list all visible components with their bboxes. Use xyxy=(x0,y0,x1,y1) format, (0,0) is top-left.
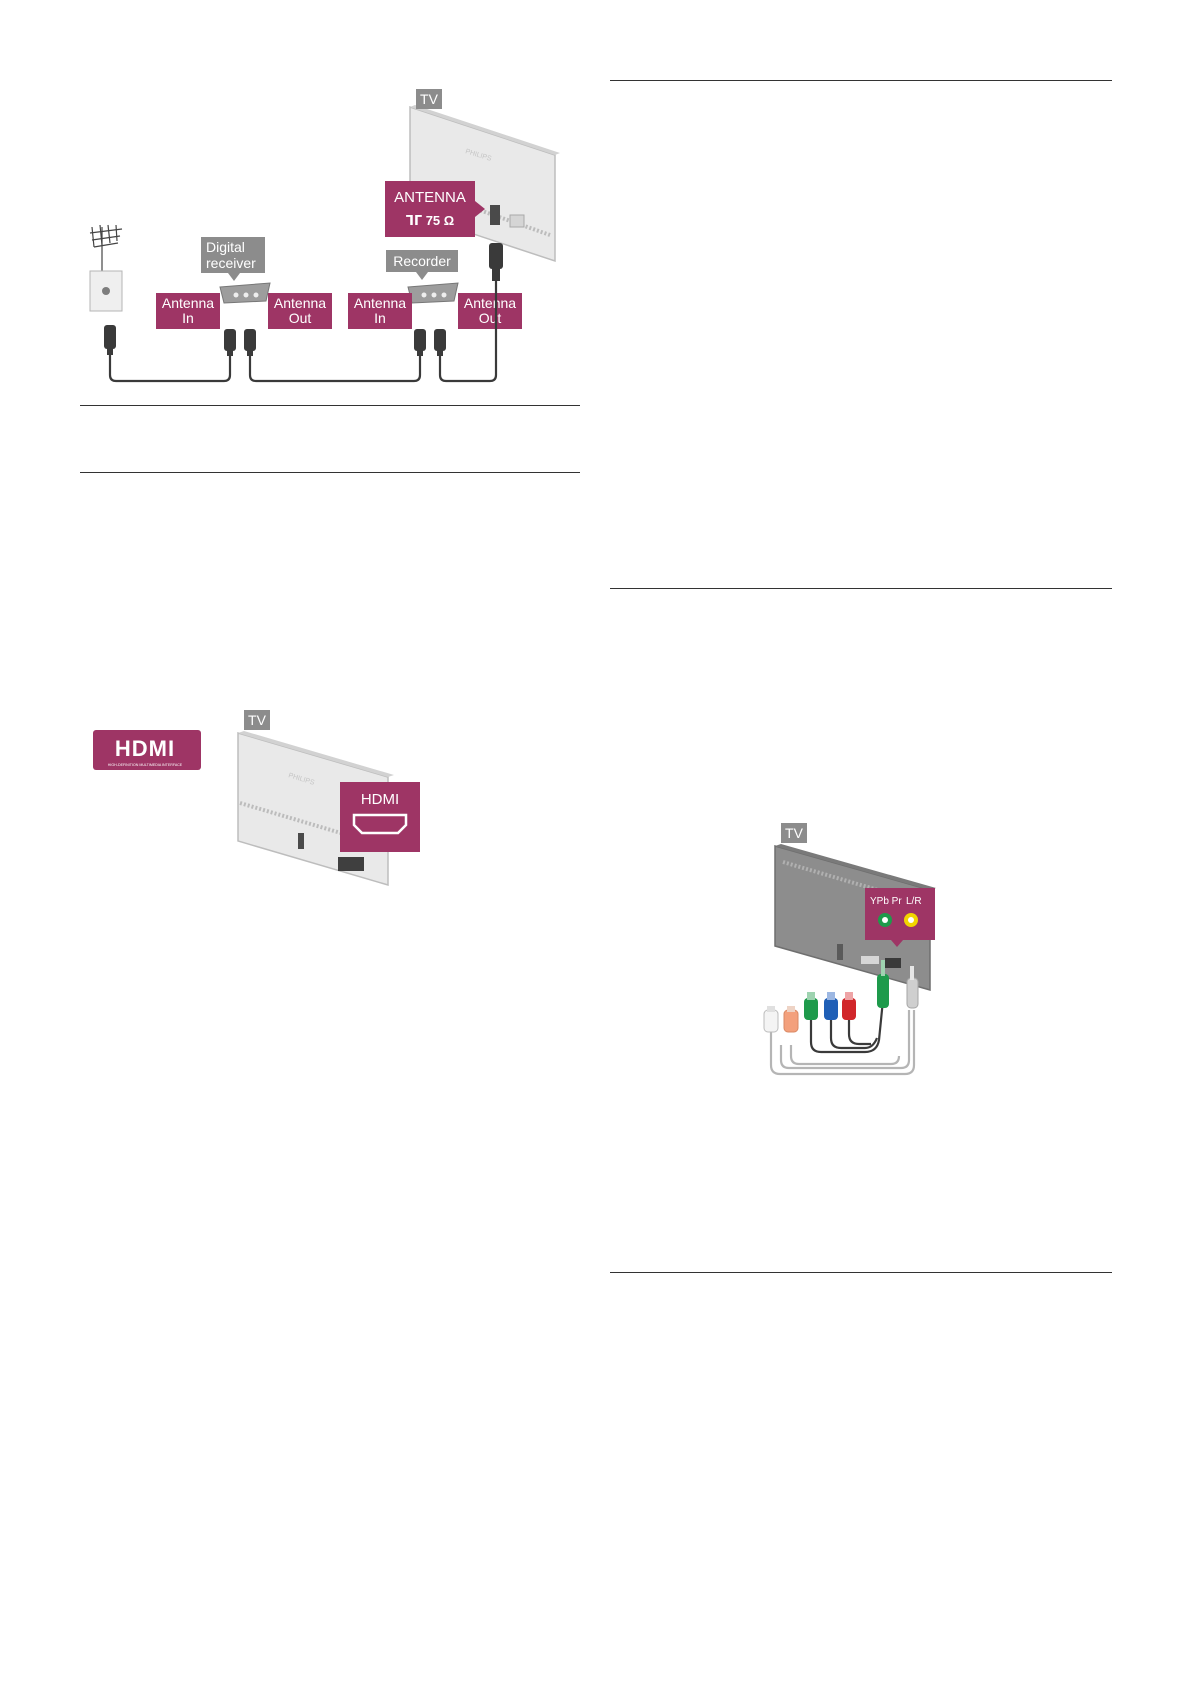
hdmi-logo-subtext: HIGH-DEFINITION MULTIMEDIA INTERFACE xyxy=(108,763,183,767)
digital-receiver-tag: Digital receiver xyxy=(201,237,265,281)
receiver-antenna-out-label: Antenna Out xyxy=(268,293,332,329)
digital-receiver-line1: Digital xyxy=(206,239,245,255)
antenna-port-label: ANTENNA ᒣᒥ 75 Ω xyxy=(385,181,485,237)
recorder-tag-label: Recorder xyxy=(393,253,451,269)
receiver-antenna-out-line1: Antenna xyxy=(274,295,326,311)
hdmi-port-label: HDMI xyxy=(340,782,420,852)
recorder-antenna-in-line2: In xyxy=(374,310,386,326)
tv-tag-label: TV xyxy=(420,91,439,107)
recorder-antenna-out-label: Antenna Out xyxy=(458,293,522,329)
hdmi-diagram: HDMI HIGH-DEFINITION MULTIMEDIA INTERFAC… xyxy=(93,710,420,887)
right-rule-2 xyxy=(610,588,1112,589)
antenna-label-text: ANTENNA xyxy=(394,189,466,206)
tv-tag: TV xyxy=(416,89,442,109)
video-plugs xyxy=(804,992,856,1020)
wall-socket-icon xyxy=(89,270,123,312)
antenna-connection-figure: PHILIPS TV ANTENNA ᒣᒥ 75 Ω xyxy=(80,85,560,395)
hdmi-tv-tag: TV xyxy=(244,710,270,730)
ypbpr-label: YPb Pr xyxy=(870,896,902,907)
recorder-tag: Recorder xyxy=(386,250,458,280)
recorder-antenna-in-label: Antenna In xyxy=(348,293,412,329)
hdmi-tv-tag-label: TV xyxy=(248,712,267,728)
digital-receiver-device xyxy=(219,282,271,304)
ypbpr-tv-tag-label: TV xyxy=(785,825,804,841)
recorder-antenna-in-line1: Antenna xyxy=(354,295,406,311)
left-rule-1 xyxy=(80,405,580,406)
right-rule-3 xyxy=(610,1272,1112,1273)
hdmi-logo-text: HDMI xyxy=(115,736,175,761)
ypbpr-tv-back xyxy=(774,844,936,991)
antenna-symbol-text: ᒣᒥ 75 Ω xyxy=(406,213,454,228)
lr-label: L/R xyxy=(906,896,922,907)
ypbpr-tv-tag: TV xyxy=(781,823,807,843)
ypbpr-diagram: TV YPb Pr L/R xyxy=(763,823,936,1076)
left-rule-2 xyxy=(80,472,580,473)
receiver-antenna-in-line2: In xyxy=(182,310,194,326)
receiver-antenna-in-line1: Antenna xyxy=(162,295,214,311)
recorder-device xyxy=(407,282,459,304)
coax-cables xyxy=(108,281,498,383)
audio-plugs xyxy=(763,1006,799,1033)
antenna-diagram: PHILIPS TV ANTENNA ᒣᒥ 75 Ω xyxy=(89,89,560,383)
aerial-icon xyxy=(89,224,123,275)
recorder-antenna-out-line2: Out xyxy=(479,310,502,326)
right-rule-1 xyxy=(610,80,1112,81)
digital-receiver-line2: receiver xyxy=(206,255,256,271)
hdmi-connection-figure: HDMI HIGH-DEFINITION MULTIMEDIA INTERFAC… xyxy=(88,705,428,890)
receiver-antenna-out-line2: Out xyxy=(289,310,312,326)
coax-plugs xyxy=(104,243,503,356)
hdmi-port-label-text: HDMI xyxy=(361,791,399,808)
component-cables xyxy=(769,999,916,1076)
minijack-plugs xyxy=(877,960,919,1009)
recorder-antenna-out-line1: Antenna xyxy=(464,295,516,311)
hdmi-logo: HDMI HIGH-DEFINITION MULTIMEDIA INTERFAC… xyxy=(93,730,201,770)
ypbpr-connection-figure: TV YPb Pr L/R xyxy=(715,820,945,1080)
ypbpr-port-label: YPb Pr L/R xyxy=(865,888,935,947)
receiver-antenna-in-label: Antenna In xyxy=(156,293,220,329)
